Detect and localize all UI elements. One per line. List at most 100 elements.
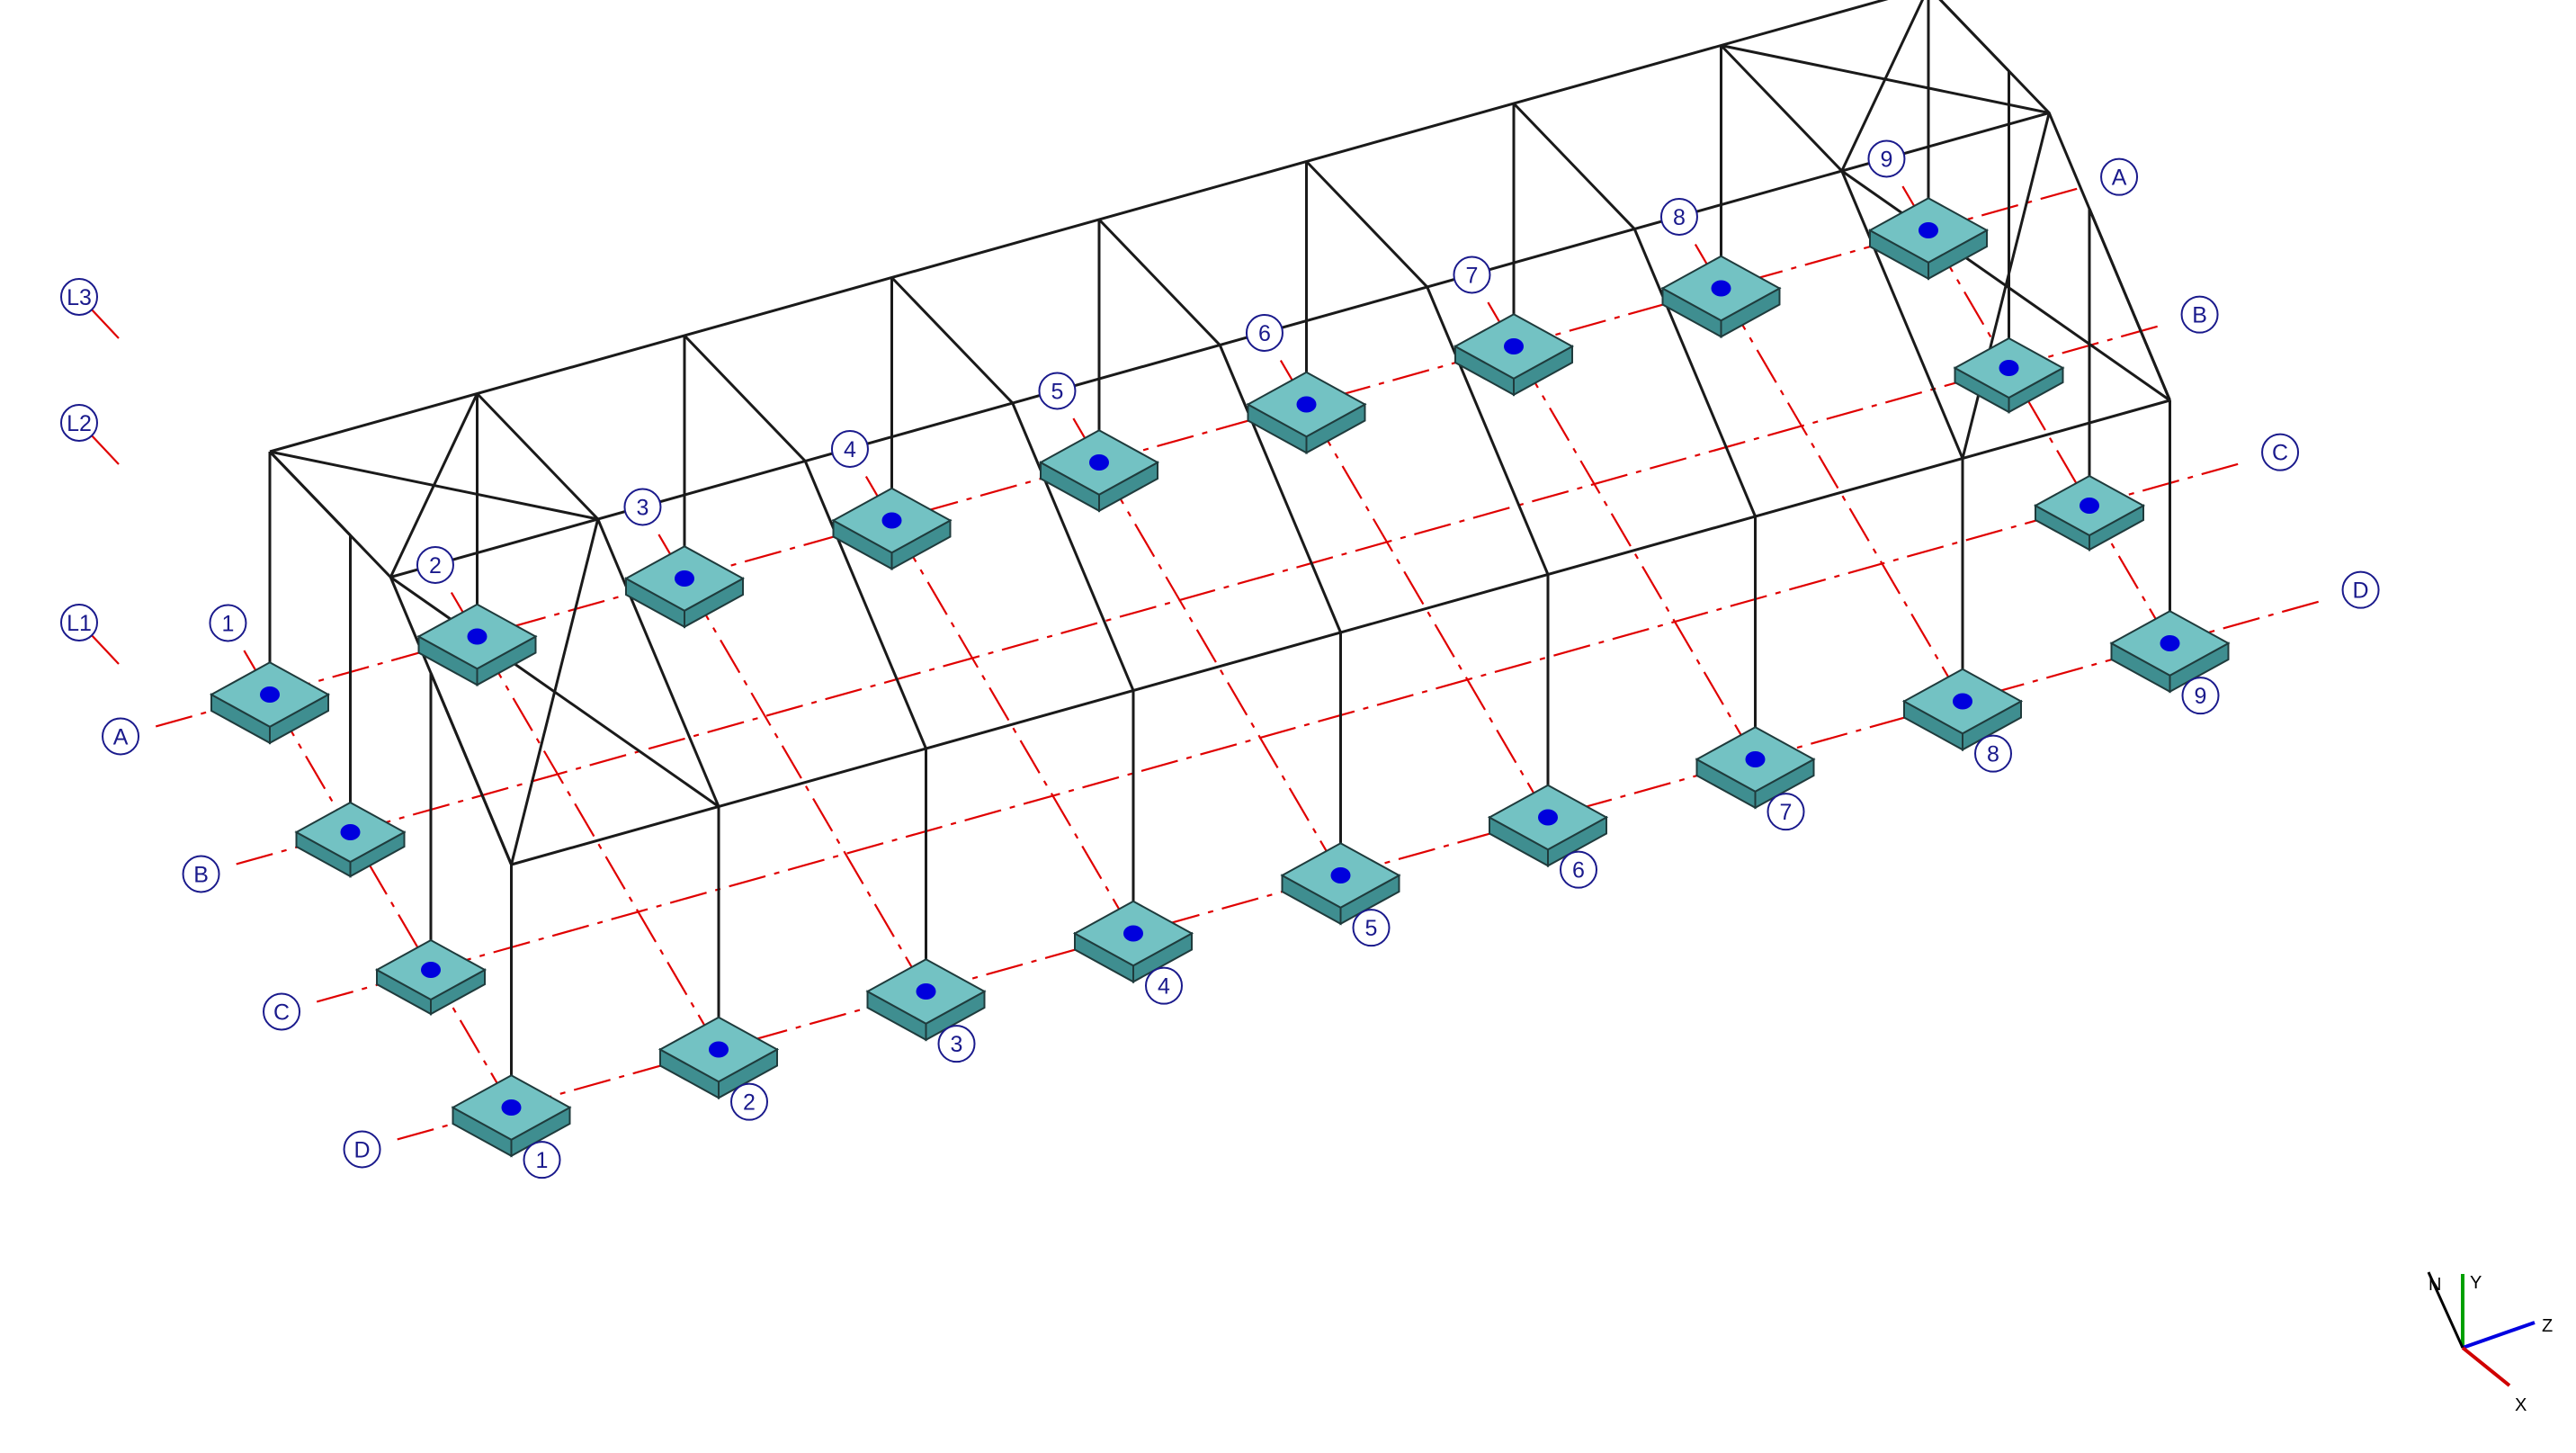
grid-label-back-1: 1 bbox=[209, 604, 247, 642]
footing-B9 bbox=[1953, 336, 2065, 414]
grid-label-back-5-text: 5 bbox=[1051, 379, 1064, 404]
grid-label-front-B-text: B bbox=[193, 862, 209, 887]
grid-label-front-2-text: 2 bbox=[743, 1090, 756, 1116]
grid-label-back-2-circle bbox=[416, 545, 454, 584]
grid-label-back-1-text: 1 bbox=[222, 611, 235, 636]
grid-line-row-B bbox=[236, 323, 2165, 866]
ridge-beam bbox=[389, 112, 2050, 579]
grid-label-front-8-circle bbox=[1974, 734, 2013, 773]
grid-label-front-D-circle bbox=[343, 1130, 381, 1169]
grid-label-front-C-text: C bbox=[273, 1000, 290, 1025]
footings-layer bbox=[209, 197, 2231, 1158]
footing-A4 bbox=[831, 487, 953, 570]
roof-brace-A2-back bbox=[1840, 0, 1925, 172]
grid-label-front-C: C bbox=[263, 992, 301, 1031]
grid-label-back-3-text: 3 bbox=[637, 495, 649, 520]
support-node bbox=[1089, 454, 1109, 471]
footing-A1 bbox=[209, 661, 331, 745]
footing-C9 bbox=[2033, 474, 2146, 552]
axis-z-label: Z bbox=[2542, 1316, 2553, 1336]
grid-label-back-7: 7 bbox=[1453, 256, 1491, 294]
footing-D6 bbox=[1487, 784, 1609, 867]
roof-brace-D2-front bbox=[389, 576, 720, 808]
support-node bbox=[1953, 693, 1972, 710]
roof-brace-D2-back bbox=[1840, 169, 2171, 402]
footing-D5 bbox=[1280, 842, 1401, 926]
gable-brace-1-back bbox=[1938, 0, 2010, 73]
grid-label-front-C-circle bbox=[263, 992, 301, 1031]
support-node bbox=[2160, 635, 2180, 651]
grid-label-back-D-circle bbox=[2341, 570, 2380, 609]
level-label-L1: L1 bbox=[60, 604, 120, 665]
level-label-L1-text: L1 bbox=[67, 611, 92, 636]
footing-B1 bbox=[294, 801, 407, 878]
grid-label-back-A-circle bbox=[2100, 157, 2139, 196]
eave-beam-A bbox=[269, 0, 1889, 453]
grid-label-front-7: 7 bbox=[1767, 793, 1805, 831]
grid-label-back-A: A bbox=[2100, 157, 2139, 196]
axis-y-label: Y bbox=[2470, 1273, 2482, 1293]
footing-D9 bbox=[2109, 610, 2231, 694]
grid-label-front-A-text: A bbox=[113, 724, 129, 749]
footing-D8 bbox=[1901, 668, 2024, 751]
grid-label-front-4-circle bbox=[1145, 966, 1184, 1005]
support-node bbox=[421, 962, 441, 978]
grid-label-back-4: 4 bbox=[830, 429, 869, 468]
support-node bbox=[1330, 867, 1351, 883]
frame-members-layer bbox=[268, 0, 2171, 1108]
gable-brace-1-front bbox=[268, 450, 352, 537]
grid-label-back-B-text: B bbox=[2192, 303, 2207, 328]
grid-label-back-7-text: 7 bbox=[1466, 263, 1479, 288]
grid-label-front-B-circle bbox=[182, 855, 220, 893]
support-node bbox=[340, 824, 361, 840]
grid-label-back-4-text: 4 bbox=[844, 437, 856, 462]
footing-D7 bbox=[1695, 726, 1816, 810]
grid-label-back-9-circle bbox=[1867, 139, 1906, 178]
footing-A3 bbox=[623, 545, 746, 629]
footing-A6 bbox=[1246, 371, 1367, 454]
roof-brace-A2-front bbox=[389, 392, 479, 579]
support-node bbox=[2080, 498, 2099, 514]
grid-label-front-4-text: 4 bbox=[1158, 974, 1170, 1000]
level-label-L1-circle bbox=[60, 604, 98, 641]
axis-x-line bbox=[2461, 1346, 2511, 1387]
level-label-L2-circle bbox=[60, 404, 98, 442]
grid-label-front-3-circle bbox=[937, 1025, 976, 1063]
grid-label-front-8-text: 8 bbox=[1987, 742, 1999, 767]
grid-label-back-D-text: D bbox=[2353, 579, 2369, 604]
grid-label-back-B: B bbox=[2180, 295, 2219, 334]
grid-label-front-9-text: 9 bbox=[2195, 684, 2207, 709]
support-node bbox=[1999, 360, 2019, 376]
footing-A5 bbox=[1038, 429, 1160, 513]
grid-label-front-5-circle bbox=[1352, 909, 1391, 947]
support-node bbox=[260, 686, 280, 703]
grid-label-front-5-text: 5 bbox=[1365, 916, 1378, 941]
grid-label-front-6-circle bbox=[1560, 850, 1598, 889]
grid-label-back-B-circle bbox=[2180, 295, 2219, 334]
support-node bbox=[501, 1099, 522, 1116]
grid-label-back-9-text: 9 bbox=[1881, 147, 1893, 172]
support-node bbox=[881, 512, 902, 529]
axis-n-label: N bbox=[2428, 1275, 2441, 1295]
grid-label-front-4: 4 bbox=[1145, 966, 1184, 1005]
support-node bbox=[1745, 751, 1766, 767]
footing-C1 bbox=[374, 938, 487, 1016]
grid-label-back-6: 6 bbox=[1245, 313, 1284, 352]
grid-label-back-3: 3 bbox=[623, 488, 662, 526]
grid-label-front-5: 5 bbox=[1352, 909, 1391, 947]
grid-label-front-7-text: 7 bbox=[1780, 800, 1793, 825]
footing-A9 bbox=[1867, 197, 1990, 281]
level-label-L2: L2 bbox=[60, 404, 120, 465]
grid-label-back-8: 8 bbox=[1659, 197, 1698, 236]
grid-label-back-1-circle bbox=[209, 604, 247, 642]
footing-A2 bbox=[416, 603, 538, 686]
footing-A8 bbox=[1660, 255, 1782, 338]
grid-label-front-D: D bbox=[343, 1130, 381, 1169]
footing-A7 bbox=[1453, 313, 1575, 397]
grid-label-back-8-circle bbox=[1659, 197, 1698, 236]
grid-label-back-C-circle bbox=[2261, 433, 2300, 471]
grid-label-back-8-text: 8 bbox=[1673, 205, 1686, 230]
